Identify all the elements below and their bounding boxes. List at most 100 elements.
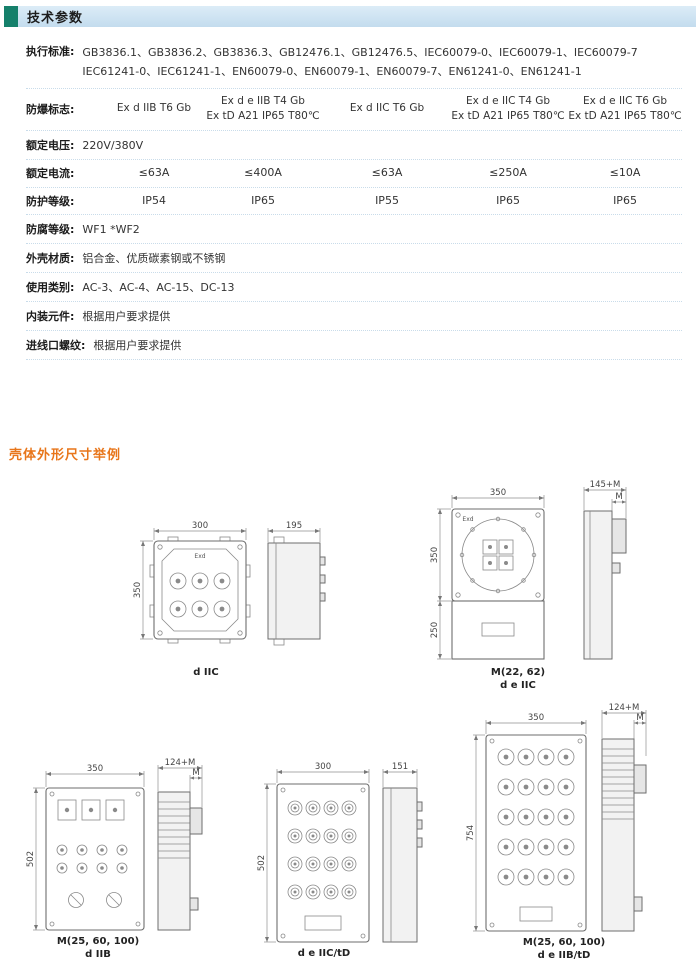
- side-view: [382, 787, 422, 943]
- dim-front-width: 350: [451, 488, 545, 508]
- thread-value: 根据用户要求提供: [93, 339, 182, 352]
- section-header-bar: 技术参数: [4, 6, 696, 27]
- svg-text:300: 300: [314, 762, 330, 772]
- front-view: [275, 783, 370, 943]
- spec-row-thread: 进线口螺纹: 根据用户要求提供: [26, 331, 682, 360]
- drawing-caption-line2: d IIB: [85, 949, 111, 960]
- ex-mark-cell-1: Ex d IIB T6 Gb: [116, 102, 192, 115]
- protection-cell-3: IP55: [375, 193, 399, 207]
- dim-side-m: M: [611, 492, 626, 518]
- thread-label: 进线口螺纹:: [26, 339, 86, 352]
- svg-text:M: M: [192, 768, 199, 778]
- drawing-caption-line2: d e IIB/tD: [538, 950, 591, 960]
- svg-text:M: M: [636, 713, 643, 723]
- ex-marks-label: 防爆标志:: [26, 103, 75, 117]
- standards-value: GB3836.1、GB3836.2、GB3836.3、GB12476.1、GB1…: [82, 43, 637, 82]
- current-cell-3: ≤63A: [371, 166, 403, 179]
- svg-text:350: 350: [133, 582, 143, 598]
- drawing-caption: d e IIC/tD: [297, 948, 349, 959]
- svg-text:350: 350: [528, 713, 544, 723]
- dim-front-width: 350: [485, 713, 587, 734]
- dim-front-height: 754: [466, 734, 485, 932]
- drawing-de-iic: 350 350 250 Exd: [430, 480, 627, 691]
- front-view: [45, 787, 145, 931]
- dim-side-width: 151: [382, 762, 417, 787]
- svg-text:350: 350: [490, 488, 506, 498]
- spec-row-components: 内装元件: 根据用户要求提供: [26, 302, 682, 331]
- drawings-section-title: 壳体外形尺寸举例: [9, 448, 122, 463]
- spec-row-standards: 执行标准: GB3836.1、GB3836.2、GB3836.3、GB12476…: [26, 37, 682, 89]
- side-view: [267, 536, 326, 646]
- side-view: [157, 791, 203, 931]
- dim-front-width: 300: [153, 521, 247, 540]
- ex-mark-cell-3: Ex d IIC T6 Gb: [349, 102, 425, 115]
- drawing-caption-line1: M(22, 62): [491, 667, 545, 678]
- spec-row-material: 外壳材质: 铝合金、优质碳素钢或不锈钢: [26, 244, 682, 273]
- components-label: 内装元件:: [26, 310, 75, 323]
- front-view: Exd: [451, 508, 545, 660]
- drawing-d-iib: 350 502: [26, 758, 203, 960]
- svg-text:754: 754: [466, 825, 476, 841]
- svg-text:124+M: 124+M: [609, 703, 640, 713]
- front-view: Exd: [149, 536, 251, 644]
- protection-cell-2: IP65: [251, 193, 275, 207]
- category-value: AC-3、AC-4、AC-15、DC-13: [82, 281, 235, 294]
- front-view: [485, 734, 587, 932]
- current-cell-1: ≤63A: [138, 166, 170, 179]
- drawings-row-2: 350 502: [4, 701, 696, 960]
- dim-side-m: M: [633, 713, 646, 756]
- drawings-row-1: 300 350 Exd: [4, 479, 696, 691]
- header-accent-block: [4, 6, 18, 27]
- anticorrosion-label: 防腐等级:: [26, 223, 75, 236]
- svg-text:145+M: 145+M: [590, 480, 621, 490]
- voltage-label: 额定电压:: [26, 139, 75, 152]
- material-label: 外壳材质:: [26, 252, 75, 265]
- dim-side-width: 195: [267, 521, 321, 542]
- svg-text:350: 350: [430, 547, 440, 563]
- ex-mark-cell-4: Ex d e IIC T4 Gb Ex tD A21 IP65 T80℃: [451, 94, 565, 123]
- current-cell-5: ≤10A: [609, 166, 641, 179]
- dim-side-m: M: [189, 768, 202, 807]
- side-view: [601, 738, 647, 932]
- drawing-caption-line2: d e IIC: [500, 680, 536, 691]
- protection-label: 防护等级:: [26, 194, 75, 208]
- spec-row-current: 额定电流: ≤63A ≤400A ≤63A ≤250A ≤10A: [26, 160, 682, 188]
- drawing-caption: d IIC: [193, 667, 218, 678]
- svg-text:350: 350: [87, 764, 103, 774]
- spec-table: 执行标准: GB3836.1、GB3836.2、GB3836.3、GB12476…: [26, 37, 682, 360]
- svg-text:250: 250: [430, 622, 440, 638]
- drawing-caption-line1: M(25, 60, 100): [57, 936, 139, 947]
- side-view: [583, 510, 627, 660]
- section-title-technical-parameters: 技术参数: [27, 11, 84, 26]
- dim-front-height-top: 350: [430, 508, 451, 602]
- standards-line2: IEC61241-0、IEC61241-1、EN60079-0、EN60079-…: [82, 65, 582, 79]
- voltage-value: 220V/380V: [82, 138, 144, 152]
- current-label: 额定电流:: [26, 167, 75, 181]
- dim-front-height: 350: [133, 540, 153, 640]
- svg-text:502: 502: [26, 851, 36, 867]
- spec-row-category: 使用类别: AC-3、AC-4、AC-15、DC-13: [26, 273, 682, 302]
- current-cell-2: ≤400A: [244, 166, 282, 179]
- svg-text:195: 195: [286, 521, 302, 531]
- svg-text:124+M: 124+M: [165, 758, 196, 768]
- drawing-caption-line1: M(25, 60, 100): [523, 937, 605, 948]
- protection-cell-4: IP65: [496, 193, 520, 207]
- dim-side-width: 124+M: [157, 758, 203, 807]
- dim-front-height: 502: [26, 787, 45, 931]
- svg-text:502: 502: [257, 855, 267, 871]
- protection-cell-5: IP65: [613, 193, 637, 207]
- svg-text:151: 151: [391, 762, 407, 772]
- current-cell-4: ≤250A: [489, 166, 527, 179]
- panel-label: Exd: [462, 516, 473, 523]
- dim-front-width: 300: [276, 762, 369, 783]
- spec-row-protection: 防护等级: IP54 IP65 IP55 IP65 IP65: [26, 188, 682, 215]
- drawing-de-iic-td: 300 502: [257, 762, 422, 959]
- dim-side-width: 145+M: [583, 480, 627, 518]
- protection-cell-1: IP54: [142, 193, 166, 207]
- dim-front-height-bottom: 250: [430, 601, 451, 660]
- components-value: 根据用户要求提供: [82, 310, 171, 323]
- drawing-d-iic: 300 350 Exd: [133, 521, 326, 678]
- material-value: 铝合金、优质碳素钢或不锈钢: [82, 252, 226, 265]
- category-label: 使用类别:: [26, 281, 75, 294]
- datasheet-page: 技术参数 执行标准: GB3836.1、GB3836.2、GB3836.3、GB…: [4, 6, 696, 960]
